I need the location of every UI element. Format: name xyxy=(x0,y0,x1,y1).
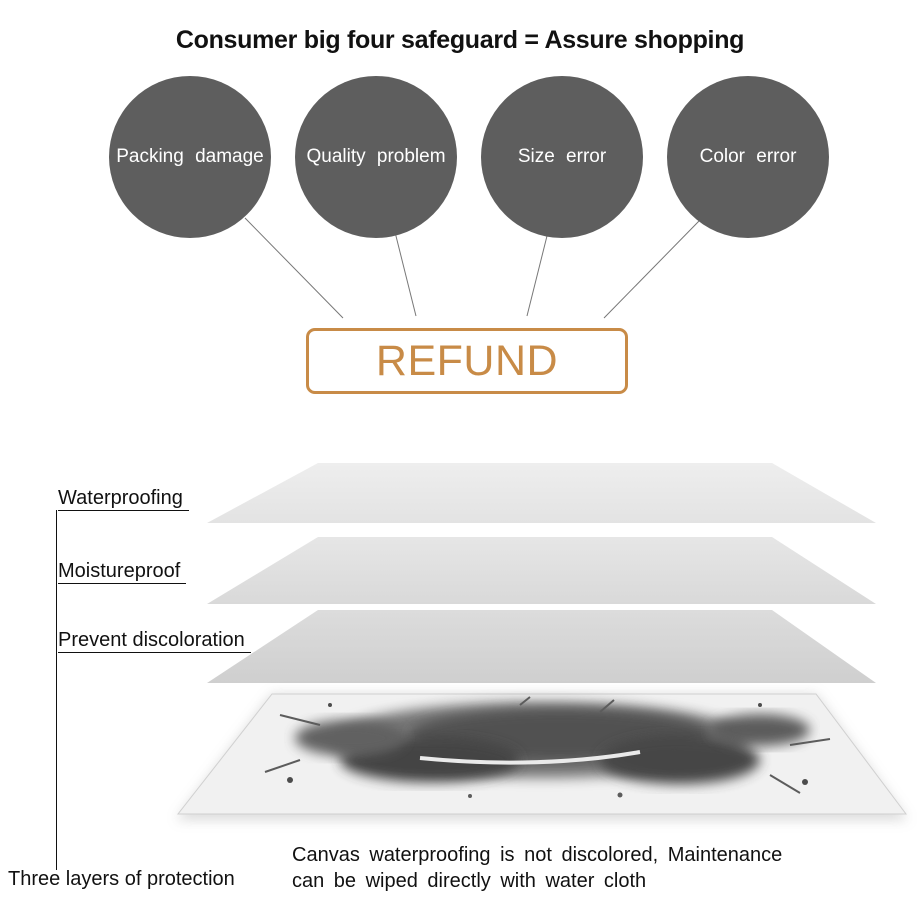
circle-color-error: Color error xyxy=(667,76,829,238)
layer-sheet-2 xyxy=(207,537,876,604)
circle-label: Size error xyxy=(517,146,607,167)
elephant-artwork xyxy=(264,696,831,798)
caption: Canvas waterproofing is not discolored, … xyxy=(292,842,782,894)
circle-label: Color error xyxy=(699,146,797,167)
layer-sheet-3 xyxy=(207,610,876,683)
layer-sheet-1 xyxy=(207,463,876,523)
circle-packing-damage: Packing damage xyxy=(109,76,271,238)
connector-lines xyxy=(244,217,701,319)
layer-label-moistureproof: Moistureproof xyxy=(58,559,187,584)
circle-label: Quality problem xyxy=(306,146,446,167)
canvas-print xyxy=(176,693,908,820)
caption-line-2: can be wiped directly with water cloth xyxy=(292,870,647,892)
refund-label: REFUND xyxy=(375,336,559,385)
layer-label-waterproofing: Waterproofing xyxy=(58,486,189,511)
circle-size-error: Size error xyxy=(481,76,643,238)
caption-line-1: Canvas waterproofing is not discolored, … xyxy=(292,844,783,866)
circle-quality-problem: Quality problem xyxy=(295,76,457,238)
page-title: Consumer big four safeguard = Assure sho… xyxy=(175,26,745,54)
circle-label: Packing damage xyxy=(116,146,264,167)
layer-label-prevent-discoloration: Prevent discoloration xyxy=(58,628,251,653)
three-layers-label: Three layers of protection xyxy=(8,868,235,890)
refund-box: REFUND xyxy=(306,328,628,394)
layers-bracket xyxy=(56,510,57,870)
